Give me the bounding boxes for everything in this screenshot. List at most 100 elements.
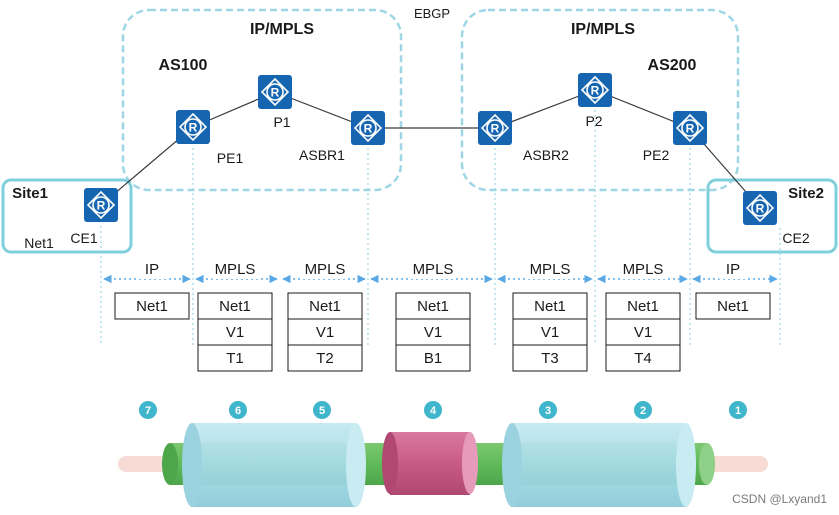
- router-ring: [681, 119, 699, 137]
- tunnel-cyan-right: [512, 423, 686, 507]
- router-diamond: [675, 113, 705, 143]
- as200-domain-box: [460, 8, 740, 192]
- router-ring: [92, 196, 110, 214]
- domain-title-right: IP/MPLS: [571, 21, 635, 38]
- router-glyph: R: [686, 122, 695, 136]
- router-ce2[interactable]: R: [743, 191, 777, 225]
- segment-label-bg: [620, 259, 666, 279]
- router-ring: [184, 118, 202, 136]
- router-glyph: R: [189, 121, 198, 135]
- router-glyph: R: [491, 122, 500, 136]
- reference-lines: [100, 110, 781, 345]
- tunnel-green-cap-left: [162, 443, 178, 485]
- asbr2-label: ASBR2: [523, 147, 569, 163]
- label-cell: [287, 344, 363, 372]
- tunnel-pink-cap-l: [382, 432, 398, 494]
- segment-protocol-label: MPLS: [623, 261, 664, 278]
- label-cell-text: V1: [424, 324, 442, 341]
- router-glyph: R: [591, 84, 600, 98]
- router-diamond: [178, 112, 208, 142]
- step-badge-circle: [729, 401, 747, 419]
- router-body: [673, 111, 707, 145]
- label-cell-text: Net1: [717, 298, 749, 315]
- pe2-label: PE2: [643, 147, 670, 163]
- step-badge-6: 6: [229, 401, 247, 419]
- tunnel-cyan-left-cap-r: [346, 423, 366, 507]
- label-cell: [512, 292, 588, 320]
- ce1-label: CE1: [70, 230, 97, 246]
- router-diamond: [86, 190, 116, 220]
- step-badge-circle: [313, 401, 331, 419]
- label-cell-text: Net1: [417, 298, 449, 315]
- router-diamond: [745, 193, 775, 223]
- label-cell: [395, 344, 471, 372]
- label-cell-text: V1: [541, 324, 559, 341]
- label-cell-text: Net1: [534, 298, 566, 315]
- as100-domain-box: [121, 8, 403, 192]
- segment-3: MPLS: [282, 259, 366, 284]
- step-badge-number: 3: [545, 405, 551, 417]
- segment-6: MPLS: [597, 259, 688, 284]
- router-pe2[interactable]: R: [673, 111, 707, 145]
- step-badge-5: 5: [313, 401, 331, 419]
- segment-protocol-label: IP: [726, 261, 740, 278]
- router-glyph: R: [756, 202, 765, 216]
- router-body: [743, 191, 777, 225]
- site2-label: Site2: [788, 185, 824, 202]
- router-p1[interactable]: R: [258, 75, 292, 109]
- router-body: [84, 188, 118, 222]
- router-ce1[interactable]: R: [84, 188, 118, 222]
- step-badge-circle: [539, 401, 557, 419]
- step-badge-number: 2: [640, 405, 646, 417]
- segment-protocol-label: MPLS: [530, 261, 571, 278]
- tunnel-cyan-left-cap-l: [182, 423, 202, 507]
- label-cell: [395, 318, 471, 346]
- label-cell: [512, 344, 588, 372]
- label-stack-7: Net1: [695, 292, 771, 320]
- label-cell-text: Net1: [309, 298, 341, 315]
- step-badge-number: 1: [735, 405, 741, 417]
- label-cell-text: T4: [634, 350, 652, 367]
- router-ring: [586, 81, 604, 99]
- label-cell-text: V1: [226, 324, 244, 341]
- as200-label: AS200: [648, 57, 697, 74]
- step-badge-2: 2: [634, 401, 652, 419]
- router-body: [578, 73, 612, 107]
- segment-label-bg: [212, 259, 258, 279]
- segment-7: IP: [692, 259, 778, 284]
- router-body: [176, 110, 210, 144]
- segment-protocol-label: MPLS: [215, 261, 256, 278]
- segment-protocol-label: MPLS: [413, 261, 454, 278]
- step-badge-1: 1: [729, 401, 747, 419]
- ebgp-label: EBGP: [414, 6, 450, 21]
- router-ring: [359, 119, 377, 137]
- segment-2: MPLS: [195, 259, 278, 284]
- tunnel-cyan-left: [192, 423, 356, 507]
- label-cell-text: T3: [541, 350, 559, 367]
- step-badge-circle: [634, 401, 652, 419]
- segment-label-bg: [302, 259, 348, 279]
- router-glyph: R: [97, 199, 106, 213]
- router-body: [258, 75, 292, 109]
- label-cell: [197, 344, 273, 372]
- router-pe1[interactable]: R: [176, 110, 210, 144]
- router-p2[interactable]: R: [578, 73, 612, 107]
- router-diamond: [260, 77, 290, 107]
- label-cell: [197, 292, 273, 320]
- label-cell: [605, 318, 681, 346]
- step-badge-number: 6: [235, 405, 241, 417]
- step-badge-number: 4: [430, 405, 437, 417]
- router-asbr2[interactable]: R: [478, 111, 512, 145]
- label-stack-1: Net1: [114, 292, 190, 320]
- net1-label: Net1: [24, 235, 54, 251]
- router-asbr1[interactable]: R: [351, 111, 385, 145]
- asbr1-label: ASBR1: [299, 147, 345, 163]
- label-cell-text: T1: [226, 350, 244, 367]
- segment-label-bg: [138, 259, 166, 279]
- step-badge-3: 3: [539, 401, 557, 419]
